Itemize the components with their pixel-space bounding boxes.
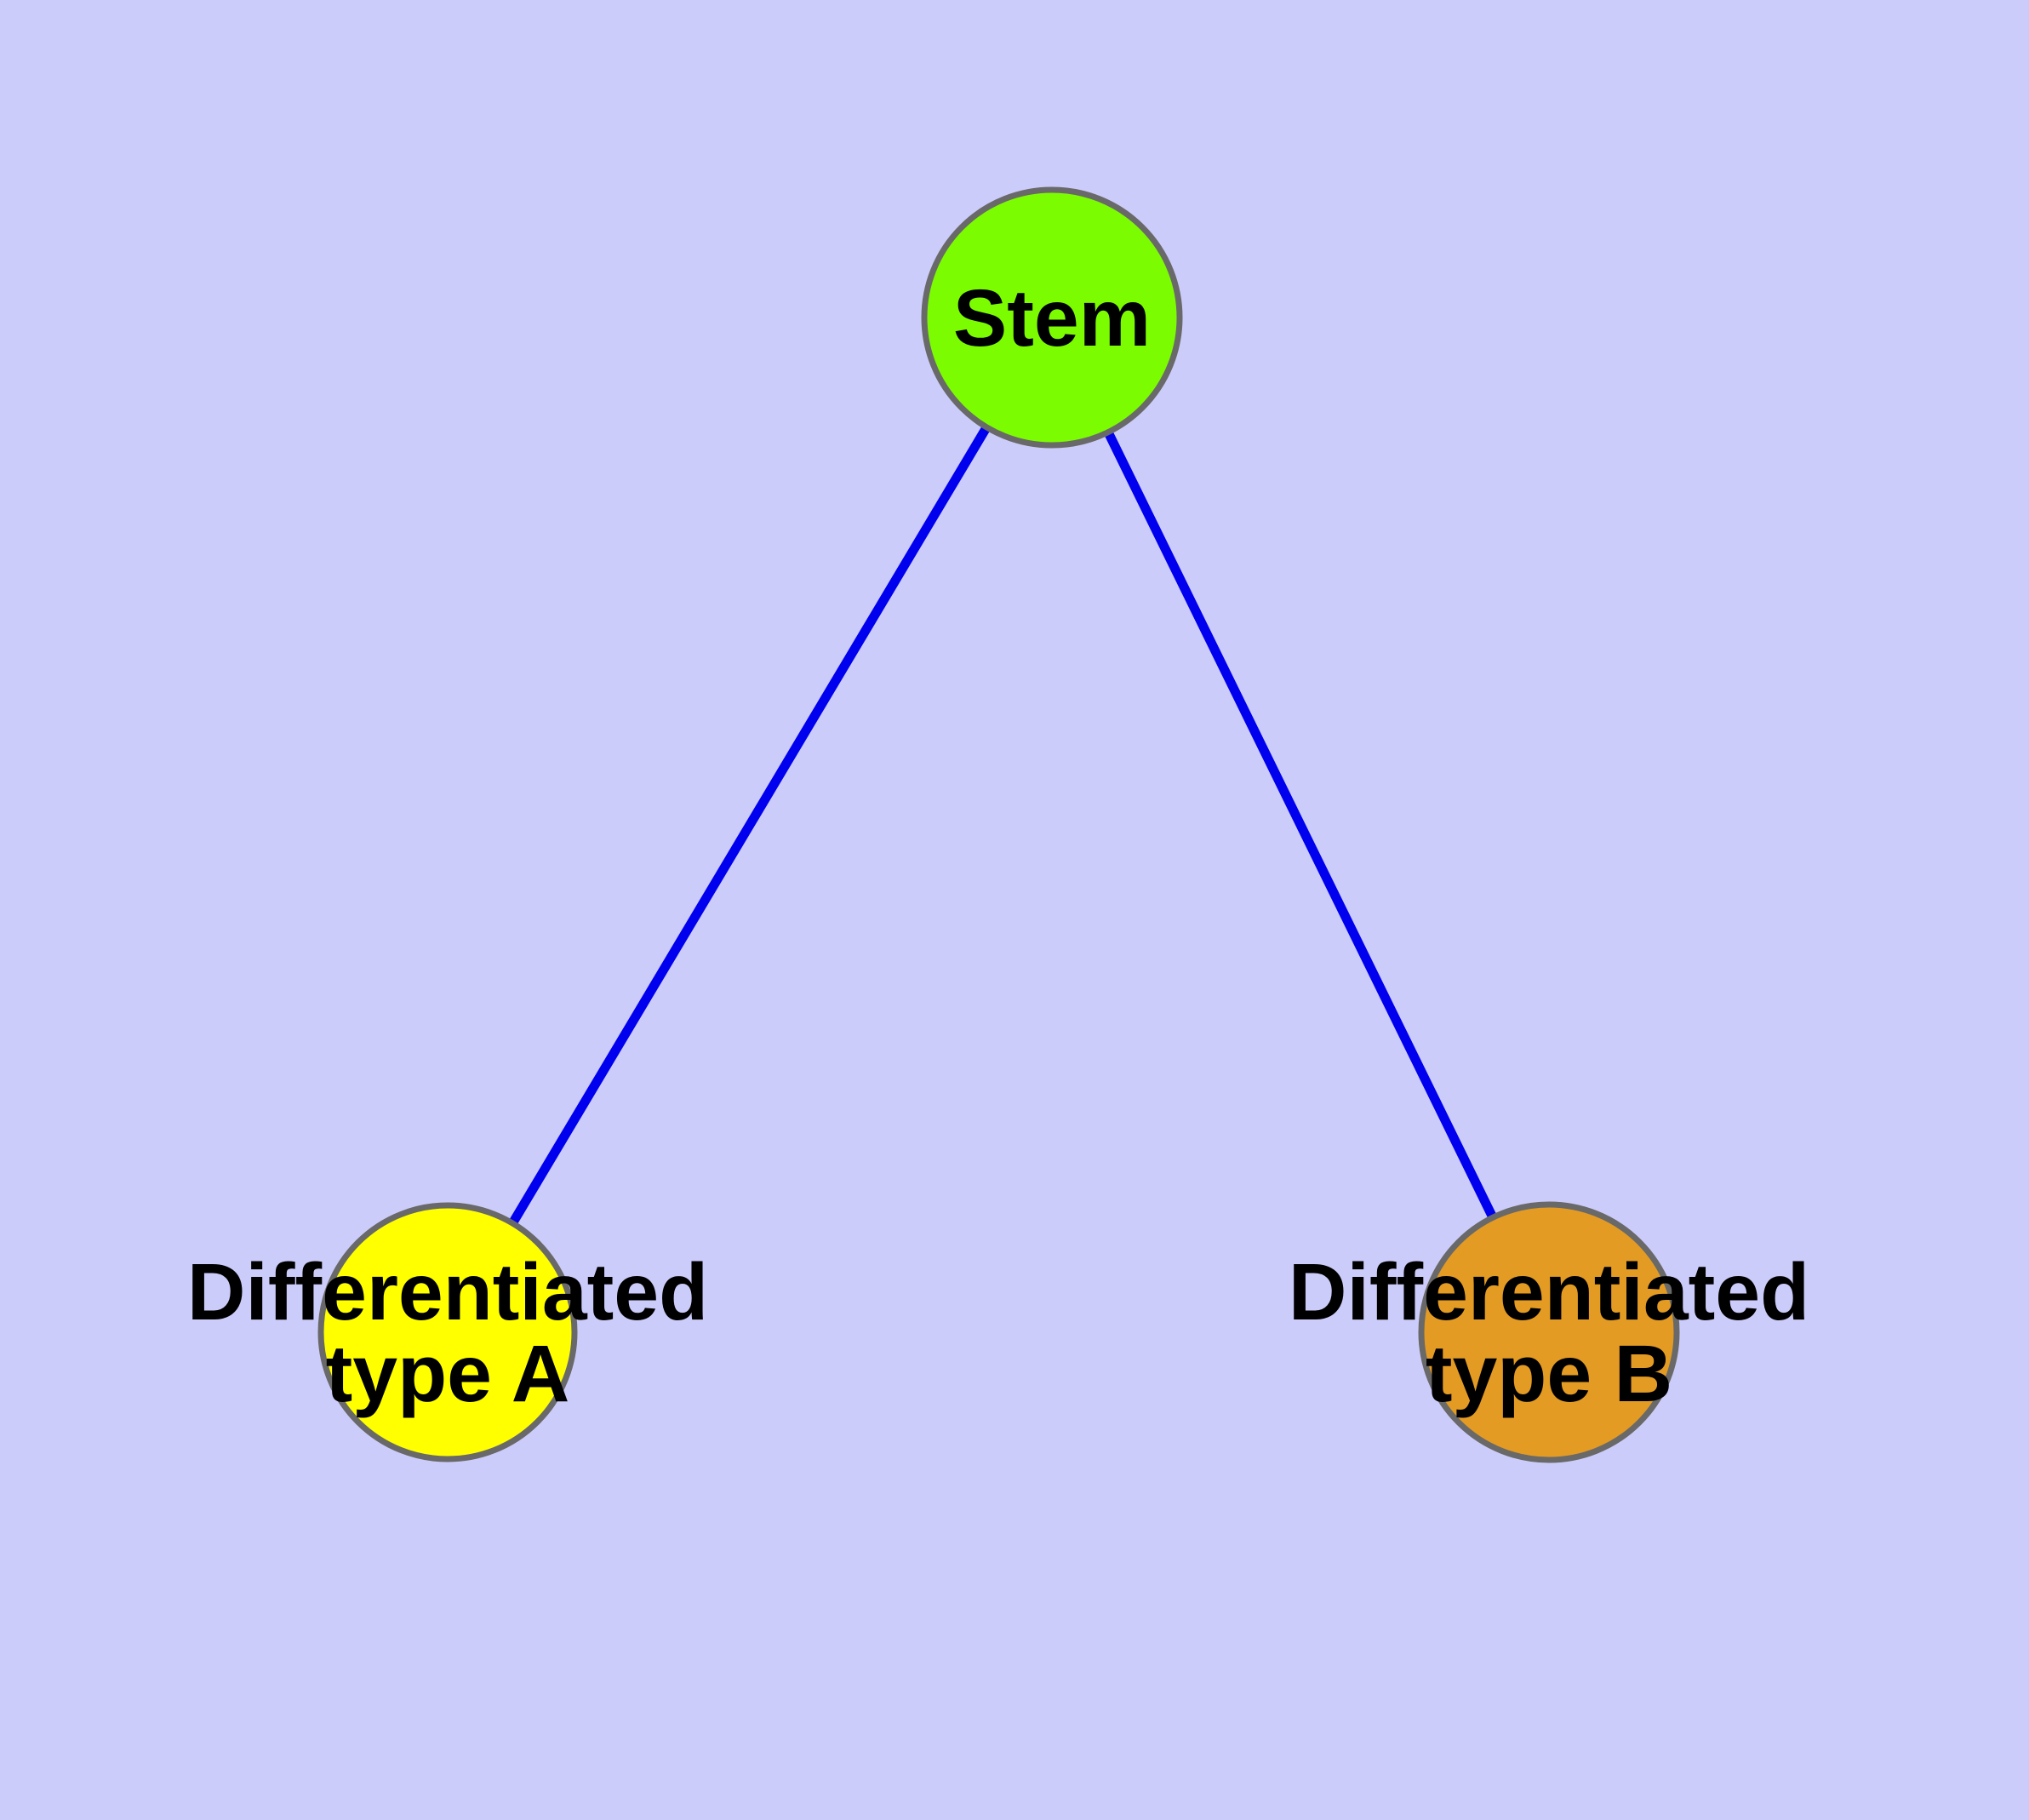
node-label-line: type A: [326, 1329, 570, 1419]
node-label-line: Differentiated: [1289, 1247, 1809, 1337]
graph-edge-stem-to-diff-a: [443, 315, 1056, 1335]
node-label-line: Stem: [953, 273, 1151, 363]
node-label-line: Differentiated: [187, 1247, 708, 1337]
node-circle-diff_a[interactable]: [317, 1202, 578, 1462]
node-label-line: type B: [1426, 1329, 1672, 1419]
edges-layer: [443, 315, 1553, 1335]
node-circle-stem[interactable]: [921, 186, 1183, 449]
graph-edge-stem-to-diff-b: [1048, 315, 1553, 1335]
node-label-stem: Stem: [953, 273, 1151, 363]
graph-node-stem[interactable]: Stem: [921, 186, 1183, 449]
node-circle-diff_b[interactable]: [1418, 1201, 1680, 1463]
